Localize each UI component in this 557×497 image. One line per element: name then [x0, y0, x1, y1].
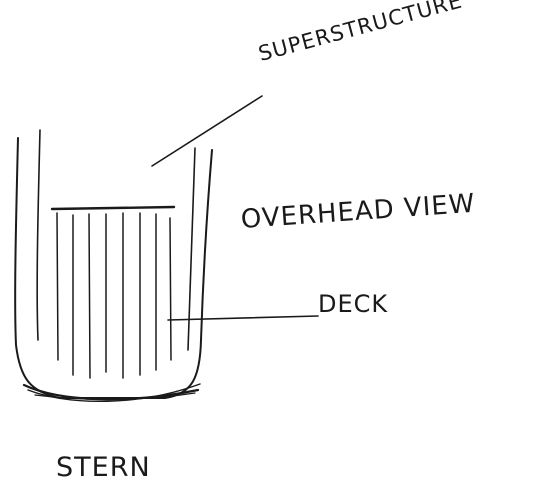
- stern-edge-3: [34, 392, 196, 400]
- deck-plank: [56, 212, 59, 361]
- superstructure-leader: [151, 95, 263, 167]
- hull: [14, 129, 213, 402]
- deck-label: DECK: [318, 290, 389, 318]
- deck-plank: [169, 217, 172, 361]
- deck-area: [50, 205, 176, 379]
- stern-label: STERN: [56, 452, 151, 483]
- hull-inner-right: [187, 147, 196, 351]
- stern-edge-2: [27, 383, 201, 402]
- hull-outer: [14, 137, 213, 399]
- deck-plank: [88, 213, 91, 379]
- hull-inner-left: [36, 129, 41, 341]
- deck-top-edge: [50, 205, 176, 211]
- deck-leader: [167, 315, 319, 321]
